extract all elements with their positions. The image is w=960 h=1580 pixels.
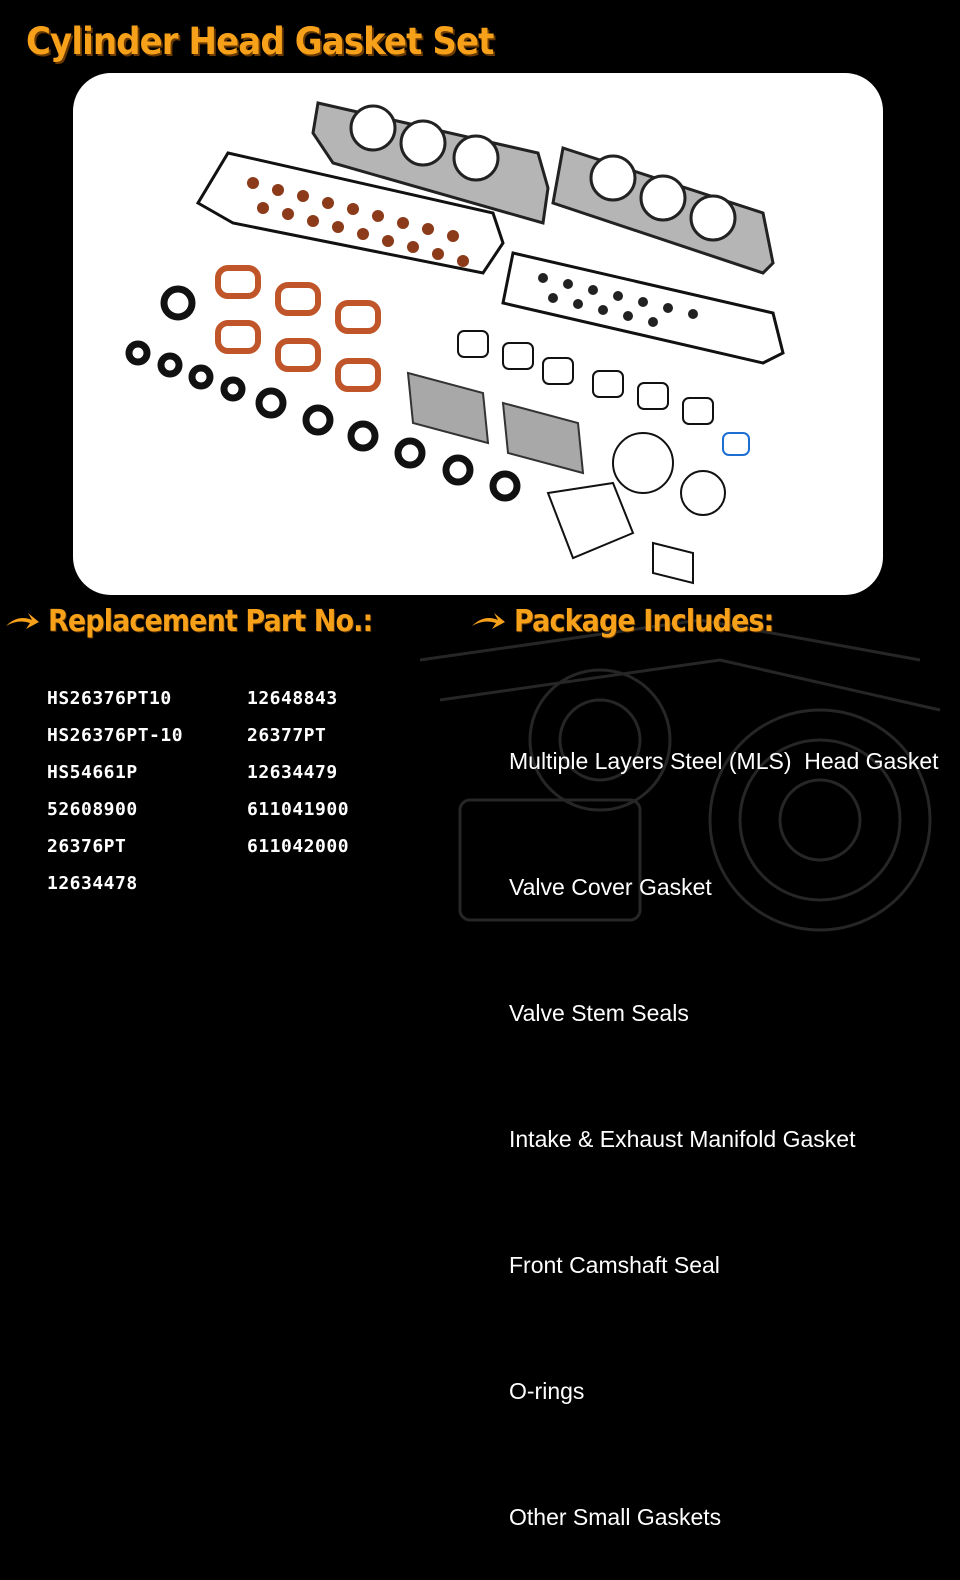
part-number: 611041900 [247,799,350,820]
page-title: Cylinder Head Gasket Set [26,20,494,63]
package-item: Front Camshaft Seal [509,1252,720,1278]
product-photo [73,73,883,595]
part-number: 12634479 [247,762,338,783]
package-item: Other Small Gaskets [509,1504,722,1530]
part-number: HS26376PT-10 [47,725,184,746]
part-number: 52608900 [47,799,138,820]
head-gasket-left [311,101,550,225]
part-number: 26377PT [247,725,327,746]
gasket-set-illustration [125,101,785,585]
valve-cover-gasket-left [195,151,505,275]
engine-background-image [419,618,941,932]
part-numbers-column-1: HS26376PT10 HS26376PT-10 HS54661P 526089… [47,680,183,902]
camshaft-seals-and-orings [125,285,521,502]
package-item: Multiple Layers Steel (MLS) Head Gasket [509,748,939,774]
package-heading: Package Includes: [470,604,802,639]
replacement-heading: Replacement Part No.: [4,604,408,639]
part-number: 12648843 [247,688,338,709]
part-number: HS54661P [47,762,138,783]
package-items-list: Multiple Layers Steel (MLS) Head Gasket … [509,656,939,1580]
part-number: 611042000 [247,836,350,857]
package-item: Valve Cover Gasket [509,874,712,900]
part-numbers-column-2: 12648843 26377PT 12634479 611041900 6110… [247,680,349,865]
part-number: 26376PT [47,836,127,857]
arrow-right-icon [472,612,505,629]
exhaust-manifold-gaskets [406,371,585,475]
package-item: Valve Stem Seals [509,1000,689,1026]
part-number: 12634478 [47,873,138,894]
intake-manifold-gaskets [215,265,381,392]
package-item: Intake & Exhaust Manifold Gasket [509,1126,856,1152]
head-gasket-right [551,146,775,275]
replacement-heading-text: Replacement Part No.: [48,604,373,639]
valve-cover-gasket-right [501,251,785,365]
package-item: O-rings [509,1378,585,1404]
small-gaskets [457,330,750,585]
package-heading-text: Package Includes: [514,604,774,639]
part-number: HS26376PT10 [47,688,172,709]
arrow-right-icon [6,612,39,629]
